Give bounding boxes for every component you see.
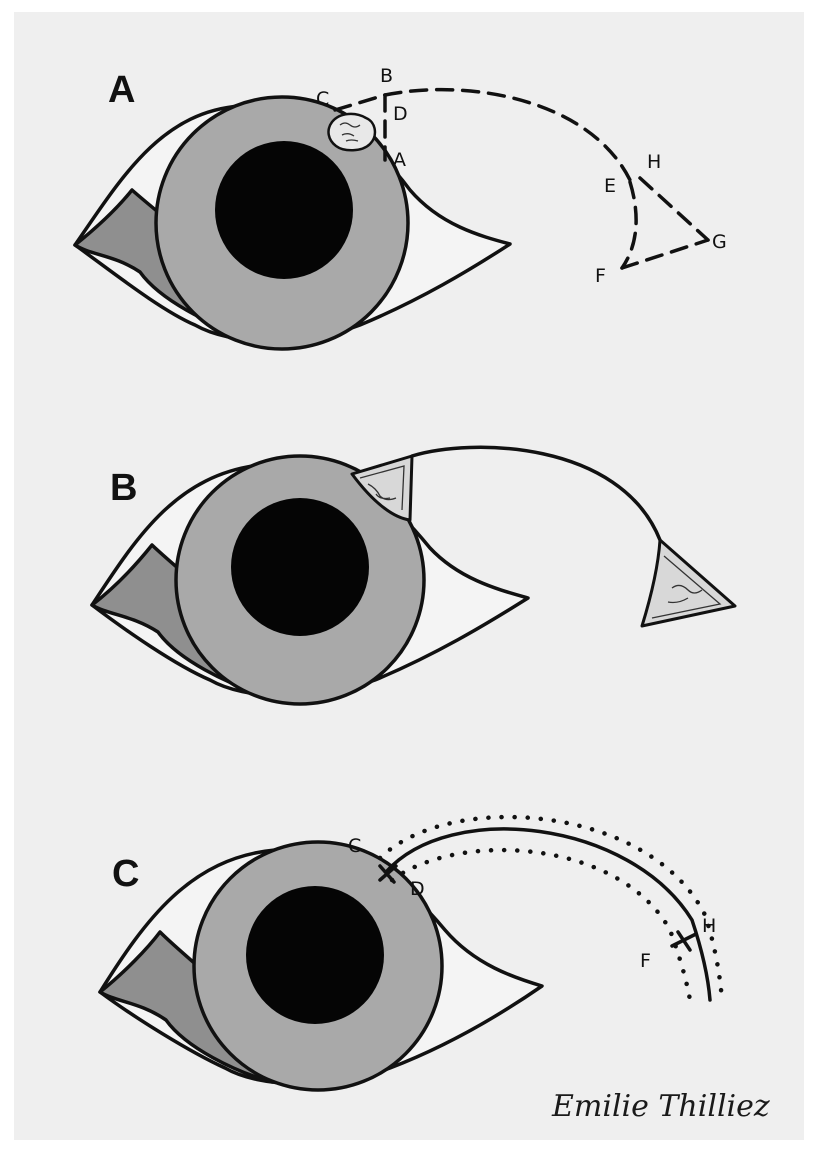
panel-b: B	[92, 447, 735, 704]
panel-b-flap-arc	[412, 447, 660, 540]
panel-a-point-f: F	[595, 265, 606, 287]
panel-b-eye	[92, 456, 528, 704]
panel-a-point-d: D	[393, 103, 408, 125]
panel-c-point-c: C	[348, 835, 361, 857]
panel-c-label: C	[112, 853, 139, 895]
panel-a-label: A	[108, 69, 135, 111]
panel-a-point-e: E	[604, 175, 616, 197]
panel-b-pupil	[231, 498, 369, 636]
panel-a-arc-ef	[622, 182, 636, 268]
panel-b-free-graft	[642, 540, 735, 626]
panel-a-point-a: A	[393, 149, 406, 171]
panel-c-point-d: D	[410, 878, 425, 900]
panel-c-point-f: F	[640, 950, 651, 972]
panel-a-line-fg	[622, 240, 708, 268]
panel-a-point-g: G	[712, 231, 727, 253]
panel-a-point-b: B	[380, 65, 393, 87]
panel-c-pupil	[246, 886, 384, 1024]
panel-a-point-c: C	[316, 88, 329, 110]
panel-c-eye	[100, 842, 542, 1090]
panel-a-eye	[75, 97, 510, 349]
panel-a-lesion	[329, 114, 375, 150]
artist-signature: Emilie Thilliez	[551, 1089, 770, 1124]
panel-a-arc-be	[385, 90, 630, 180]
panel-c: C C D F H	[100, 817, 722, 1090]
panel-a-point-h: H	[647, 151, 661, 173]
panel-a-line-hg	[640, 178, 708, 240]
panel-a: A C B D	[75, 65, 727, 349]
panel-c-point-h: H	[702, 915, 716, 937]
panel-b-label: B	[110, 467, 137, 509]
panel-a-line-cb	[335, 95, 385, 110]
panel-a-pupil	[215, 141, 353, 279]
